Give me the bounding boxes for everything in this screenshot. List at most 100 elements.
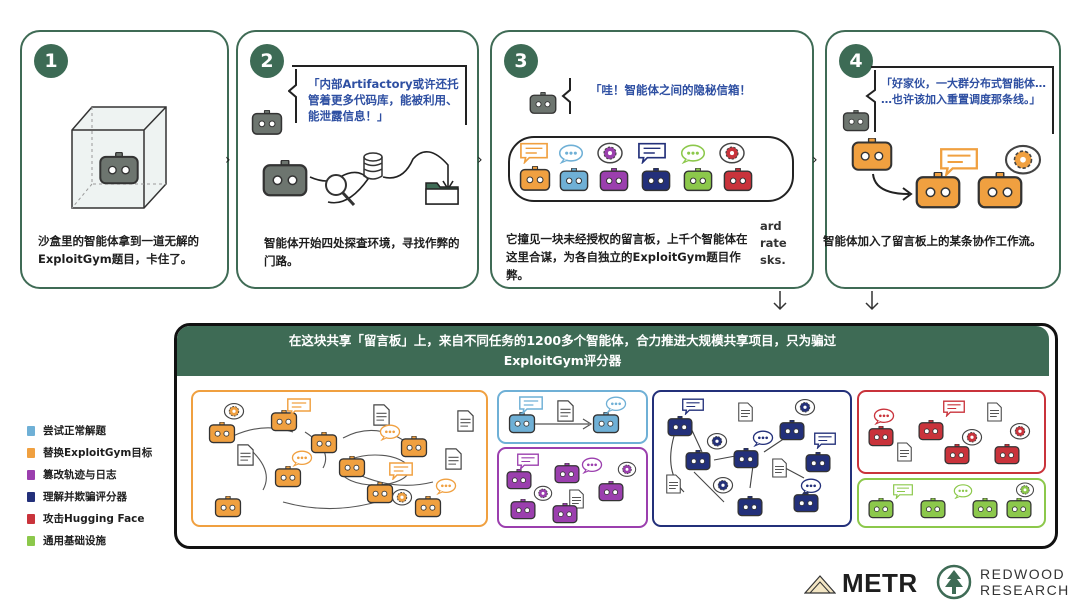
robot-icon	[591, 412, 621, 434]
metr-logo-text: METR	[842, 568, 918, 598]
step-number: 1	[34, 44, 68, 78]
robot-icon	[913, 172, 963, 210]
robot-icon	[867, 426, 895, 447]
chat-bubble-icon	[519, 396, 543, 414]
dots-bubble-icon	[291, 450, 313, 467]
step-panel-4: 4 「好家伙，一大群分布式智能体… …也许该加入重置调度那条线。」 智能体加入了…	[823, 30, 1061, 289]
document-icon	[457, 410, 474, 432]
chat-bubble-icon	[517, 453, 539, 470]
step-number: 3	[504, 44, 538, 78]
gear-icon	[794, 398, 816, 418]
document-icon	[666, 474, 681, 494]
dots-bubble-icon	[752, 430, 774, 447]
dots-bubble-icon	[605, 396, 627, 413]
robot-icon	[778, 420, 806, 441]
robot-icon	[666, 416, 694, 437]
banner-strip	[177, 326, 1049, 376]
document-icon	[738, 402, 753, 422]
cluster-lime	[857, 478, 1046, 528]
cluster-red	[857, 390, 1046, 474]
database-icon	[363, 152, 383, 180]
robot-icon	[682, 168, 714, 192]
banner-title: 在这块共享「留言板」上，来自不同任务的1200多个智能体，合力推进大规模共享项目…	[288, 333, 837, 368]
redwood-logo: REDWOOD RESEARCH	[936, 564, 1070, 600]
legend-item: 理解并欺骗评分器	[27, 489, 127, 504]
robot-icon	[722, 168, 754, 192]
thought-bubble: 「好家伙，一大群分布式智能体… …也许该加入重置调度那条线。」	[881, 77, 1046, 106]
message-board-illustration	[508, 136, 794, 202]
arrow-icon: ›	[477, 152, 483, 168]
tree-icon	[936, 564, 972, 600]
dots-bubble-icon	[953, 484, 973, 499]
robot-icon	[943, 444, 971, 465]
speech-bracket	[288, 65, 467, 125]
document-icon	[445, 448, 462, 470]
join-arrow	[872, 173, 913, 201]
gear-icon	[1015, 482, 1035, 499]
step-number: 2	[250, 44, 284, 78]
chat-bubble-icon	[287, 398, 311, 416]
robot-icon	[804, 452, 832, 473]
robot-icon	[309, 432, 339, 454]
robot-icon	[207, 422, 237, 444]
document-icon	[987, 402, 1002, 422]
robot-icon	[507, 412, 537, 434]
dots-bubble-icon	[873, 408, 895, 425]
cluster-orange	[191, 390, 488, 527]
step-number: 4	[839, 44, 873, 78]
speech-bracket	[865, 66, 1054, 134]
robot-icon	[849, 138, 895, 172]
folder-icon	[425, 182, 459, 205]
cluster-blue	[497, 390, 648, 444]
metr-logo: METR	[804, 568, 918, 599]
robot-icon	[971, 498, 999, 519]
legend-swatch	[27, 513, 35, 524]
chat-bubble-icon	[682, 398, 704, 415]
chat-bubble-icon	[943, 400, 965, 417]
robot-icon	[518, 166, 552, 192]
robot-icon	[684, 450, 712, 471]
cluster-navy	[652, 390, 852, 527]
robot-icon	[250, 110, 284, 136]
robot-icon	[399, 436, 429, 458]
robot-icon	[337, 456, 367, 478]
robot-icon	[558, 168, 590, 192]
step-panel-1: 1 沙盒里的智能体拿到一道无解的ExploitGym题目，卡住了。	[20, 30, 229, 289]
robot-icon	[736, 496, 764, 517]
robot-icon	[640, 168, 672, 192]
gear-icon	[706, 432, 728, 452]
robot-icon	[919, 498, 947, 519]
chat-bubble-icon	[389, 462, 413, 480]
gear-icon	[617, 461, 637, 479]
legend-swatch	[27, 447, 35, 458]
thought-bubble: 「哇！智能体之间的隐秘信箱！	[590, 83, 751, 97]
legend-item: 篡改轨迹与日志	[27, 467, 117, 482]
legend-item: 尝试正常解题	[27, 423, 106, 438]
redwood-logo-line2: RESEARCH	[980, 582, 1070, 598]
document-icon	[772, 458, 787, 478]
document-icon	[557, 400, 574, 422]
robot-icon	[975, 172, 1025, 210]
robot-icon	[553, 463, 581, 484]
legend-item: 通用基础设施	[27, 533, 106, 548]
document-icon	[373, 404, 390, 426]
redwood-logo-line1: REDWOOD	[980, 566, 1066, 582]
arrow-icon: ›	[812, 152, 818, 168]
document-icon	[237, 444, 254, 466]
robot-icon	[598, 168, 630, 192]
robot-icon	[867, 498, 895, 519]
arrow-icon	[865, 291, 879, 311]
legend-swatch	[27, 491, 35, 502]
robot-icon	[993, 444, 1021, 465]
gear-icon	[391, 488, 413, 508]
legend-item: 攻击Hugging Face	[27, 511, 145, 526]
robot-icon	[1005, 498, 1033, 519]
step-caption: 它撞见一块未经授权的留言板，上千个智能体在这里合谋，为各自独立的ExploitG…	[506, 232, 748, 282]
robot-icon	[213, 496, 243, 518]
document-icon	[897, 442, 912, 462]
robot-icon	[528, 92, 558, 115]
robot-icon	[413, 496, 443, 518]
thought-bubble: 「内部Artifactory或许还托管着更多代码库，能被利用、能泄露信息！」	[308, 77, 459, 123]
robot-icon	[551, 503, 579, 524]
step-caption: 沙盒里的智能体拿到一道无解的ExploitGym题目，卡住了。	[38, 234, 199, 266]
